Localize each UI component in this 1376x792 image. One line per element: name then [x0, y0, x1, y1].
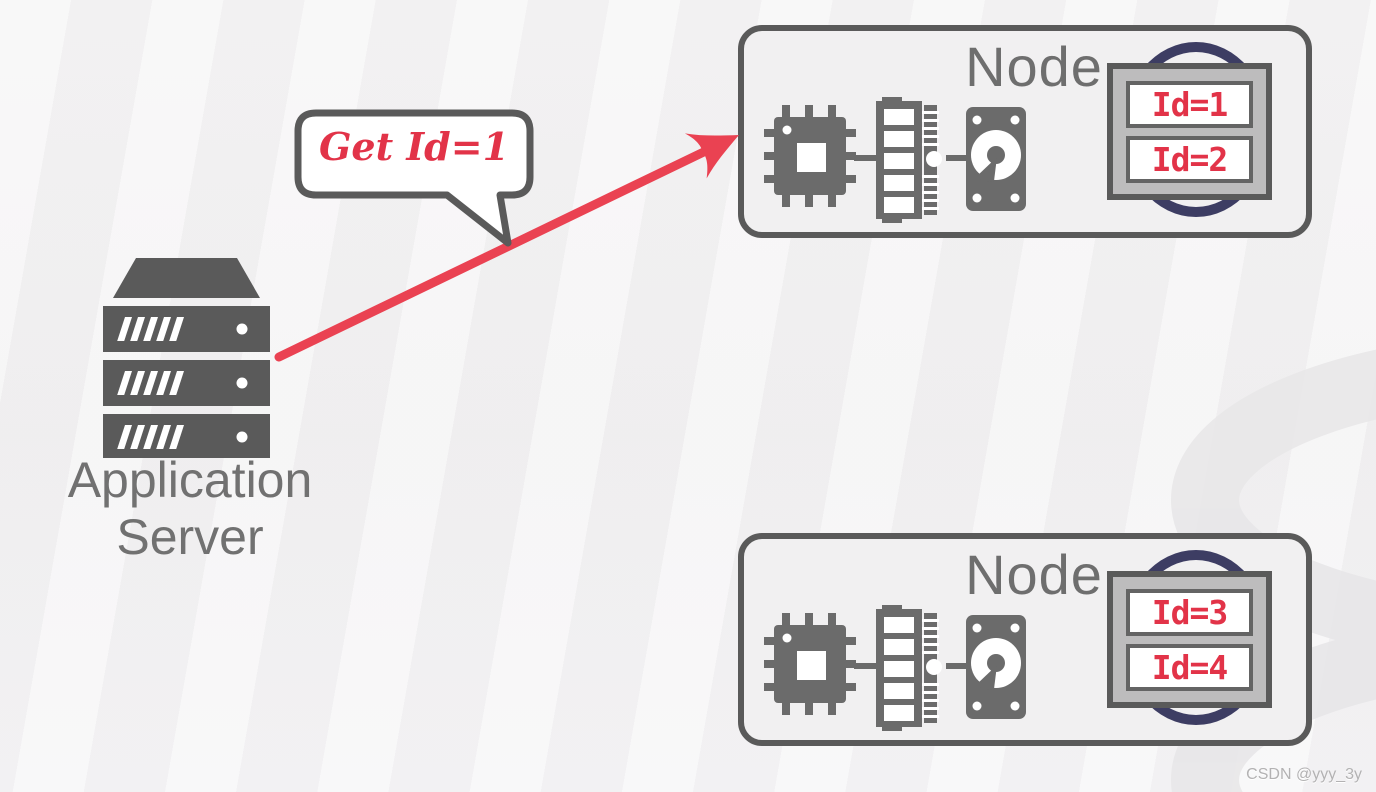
record-label: Id=2 [1151, 140, 1228, 179]
record-label: Id=3 [1151, 593, 1228, 632]
memory-icon [876, 605, 942, 731]
record-stack: Id=1 Id=2 [1107, 63, 1272, 200]
application-server-label-line2: Server [116, 509, 264, 565]
server-rack-icon [103, 258, 270, 458]
node-title: Node [965, 543, 1103, 606]
node-title: Node [965, 35, 1103, 98]
record-row: Id=1 [1126, 81, 1253, 128]
record-row: Id=2 [1126, 136, 1253, 183]
hard-disk-icon [966, 615, 1026, 719]
application-server-label-line1: Application [67, 452, 313, 508]
record-stack: Id=3 Id=4 [1107, 571, 1272, 708]
node-box-top: Node [738, 25, 1312, 238]
record-label: Id=1 [1151, 85, 1228, 124]
node-box-bottom: Node [738, 533, 1312, 746]
cpu-icon [764, 105, 856, 207]
record-row: Id=4 [1126, 644, 1253, 691]
hard-disk-icon [966, 107, 1026, 211]
speech-bubble-text: Get Id=1 [318, 124, 510, 169]
memory-icon [876, 97, 942, 223]
hardware-icons [764, 605, 1026, 731]
record-row: Id=3 [1126, 589, 1253, 636]
record-label: Id=4 [1151, 648, 1228, 687]
application-server-label: Application Server [20, 452, 360, 566]
watermark: CSDN @yyy_3y [1246, 766, 1362, 783]
hardware-icons [764, 97, 1026, 223]
cpu-icon [764, 613, 856, 715]
